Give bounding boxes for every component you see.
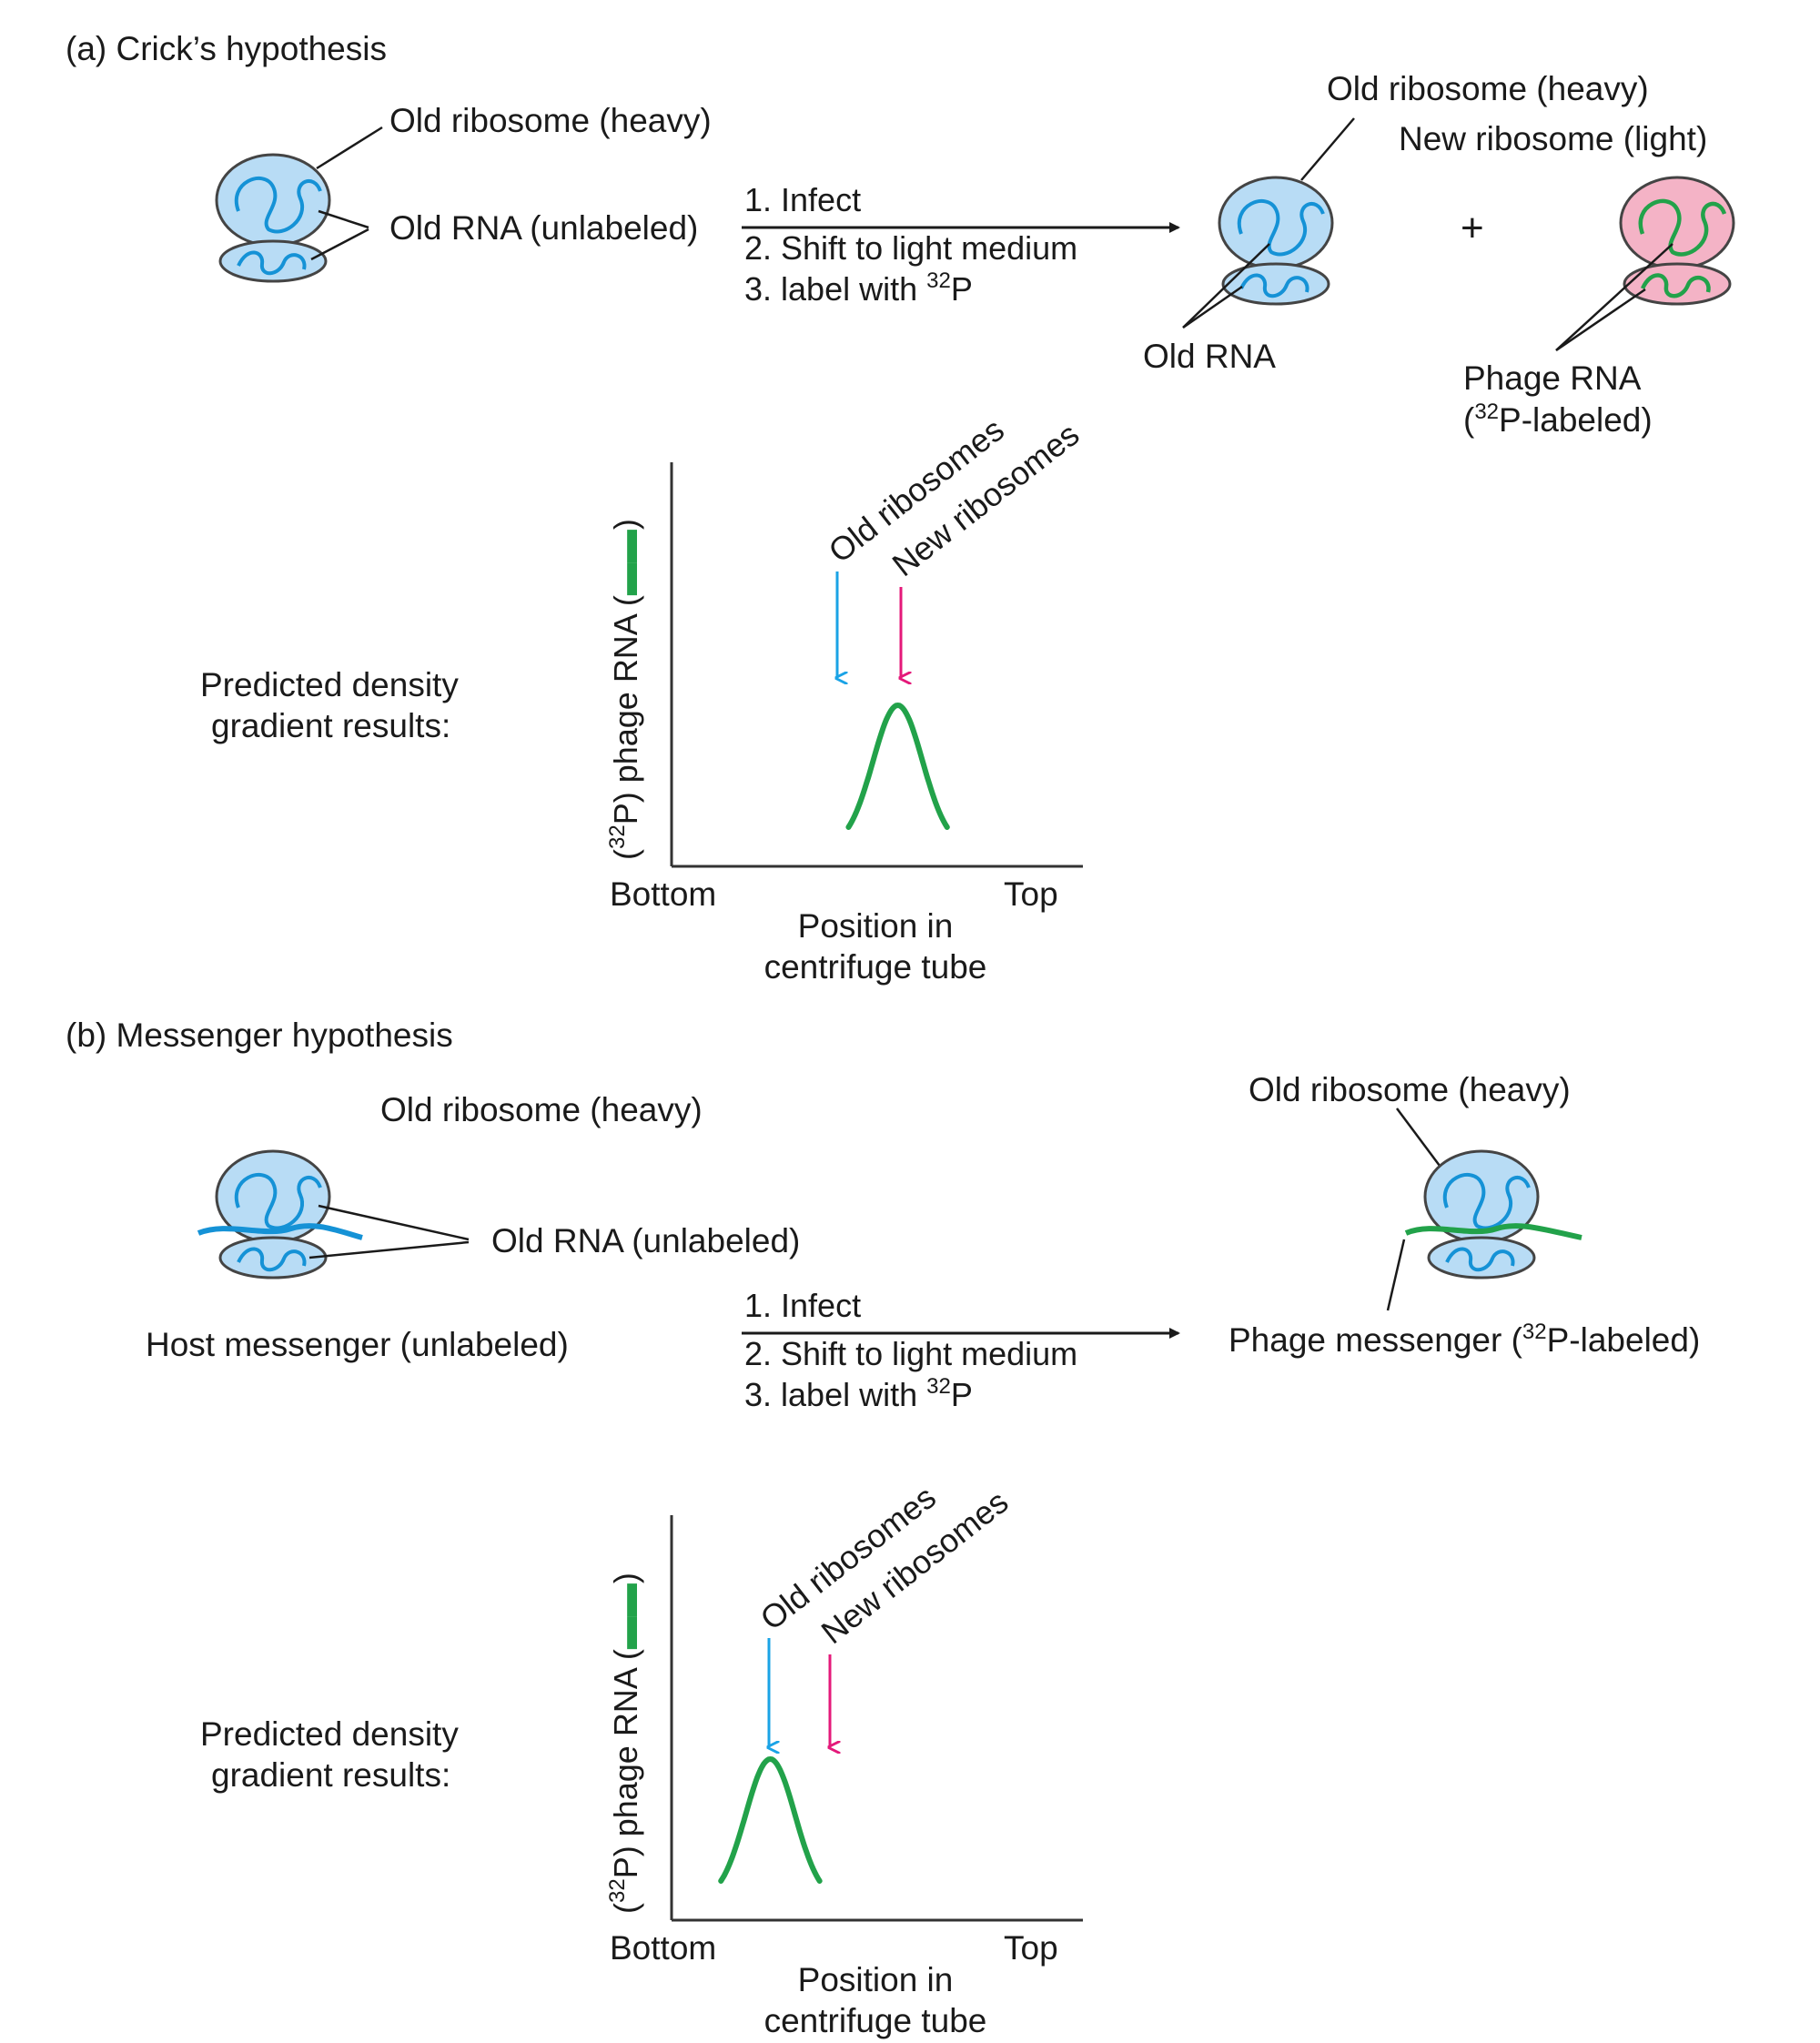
x-axis-label-1-b: Position in	[798, 1961, 954, 1998]
step-1-b: 1. Infect	[744, 1287, 861, 1324]
predicted-label-2-b: gradient results:	[211, 1756, 450, 1794]
label-phage-rna-1: Phage RNA	[1463, 359, 1642, 397]
label-old-rna-unlabeled-a: Old RNA (unlabeled)	[389, 209, 698, 247]
density-graph-a: Old ribosomes New ribosomes (32P) phage …	[605, 410, 1086, 986]
x-axis-label-1-a: Position in	[798, 907, 954, 945]
label-host-messenger: Host messenger (unlabeled)	[146, 1326, 569, 1363]
y-axis-legend-swatch-b: ▬▬	[607, 1583, 644, 1649]
label-old-ribosome-b: Old ribosome (heavy)	[380, 1091, 703, 1128]
y-axis-label-a: (32P) phage RNA (▬▬)	[605, 519, 644, 860]
phage-rna-peak-a	[845, 702, 950, 830]
label-phage-rna-2: (32P-labeled)	[1463, 399, 1653, 439]
old-ribosome-left	[215, 153, 331, 283]
step-2-a: 2. Shift to light medium	[744, 229, 1077, 267]
phage-rna-peak-b	[718, 1755, 823, 1884]
panel-b-title: (b) Messenger hypothesis	[66, 1016, 453, 1054]
panel-a-title: (a) Crick’s hypothesis	[66, 30, 387, 67]
label-old-ribosome-right-b: Old ribosome (heavy)	[1249, 1071, 1571, 1108]
step-3-b: 3. label with 32P	[744, 1374, 973, 1413]
density-graph-b: Old ribosomes New ribosomes (32P) phage …	[605, 1478, 1083, 2039]
step-1-a: 1. Infect	[744, 181, 861, 218]
label-old-rna-unlabeled-b: Old RNA (unlabeled)	[491, 1222, 800, 1259]
label-old-ribosome-right-a: Old ribosome (heavy)	[1327, 70, 1649, 107]
x-tick-bottom-b: Bottom	[610, 1929, 716, 1967]
step-2-b: 2. Shift to light medium	[744, 1335, 1077, 1372]
old-ribosome-phage-messenger	[1404, 1149, 1582, 1279]
panel-b: (b) Messenger hypothesis Old ribosome (h…	[66, 1016, 1700, 2039]
label-old-ribosome-a: Old ribosome (heavy)	[389, 102, 712, 139]
predicted-label-1-b: Predicted density	[200, 1715, 459, 1753]
phage-messenger-strand	[1404, 1223, 1582, 1240]
label-old-rna-a: Old RNA	[1143, 338, 1276, 375]
y-axis-legend-swatch-a: ▬▬	[607, 530, 644, 595]
new-ribosome-light	[1619, 176, 1735, 306]
label-new-ribosome: New ribosome (light)	[1399, 120, 1707, 157]
label-phage-messenger: Phage messenger (32P-labeled)	[1228, 1320, 1700, 1359]
old-ribosome-right	[1218, 176, 1334, 306]
predicted-label-2-a: gradient results:	[211, 707, 450, 744]
predicted-label-1-a: Predicted density	[200, 666, 459, 703]
plus-sign: +	[1461, 206, 1484, 250]
old-ribosome-host-messenger	[197, 1149, 363, 1279]
x-axis-label-2-b: centrifuge tube	[764, 2002, 987, 2039]
x-tick-top-b: Top	[1004, 1929, 1058, 1967]
x-tick-top-a: Top	[1004, 875, 1058, 913]
x-axis-label-2-a: centrifuge tube	[764, 948, 987, 986]
y-axis-label-b: (32P) phage RNA (▬▬)	[605, 1573, 644, 1914]
host-messenger-strand	[197, 1223, 363, 1240]
panel-a: (a) Crick’s hypothesis Old ribosome (hea…	[66, 30, 1735, 986]
x-tick-bottom-a: Bottom	[610, 875, 716, 913]
step-3-a: 3. label with 32P	[744, 268, 973, 308]
